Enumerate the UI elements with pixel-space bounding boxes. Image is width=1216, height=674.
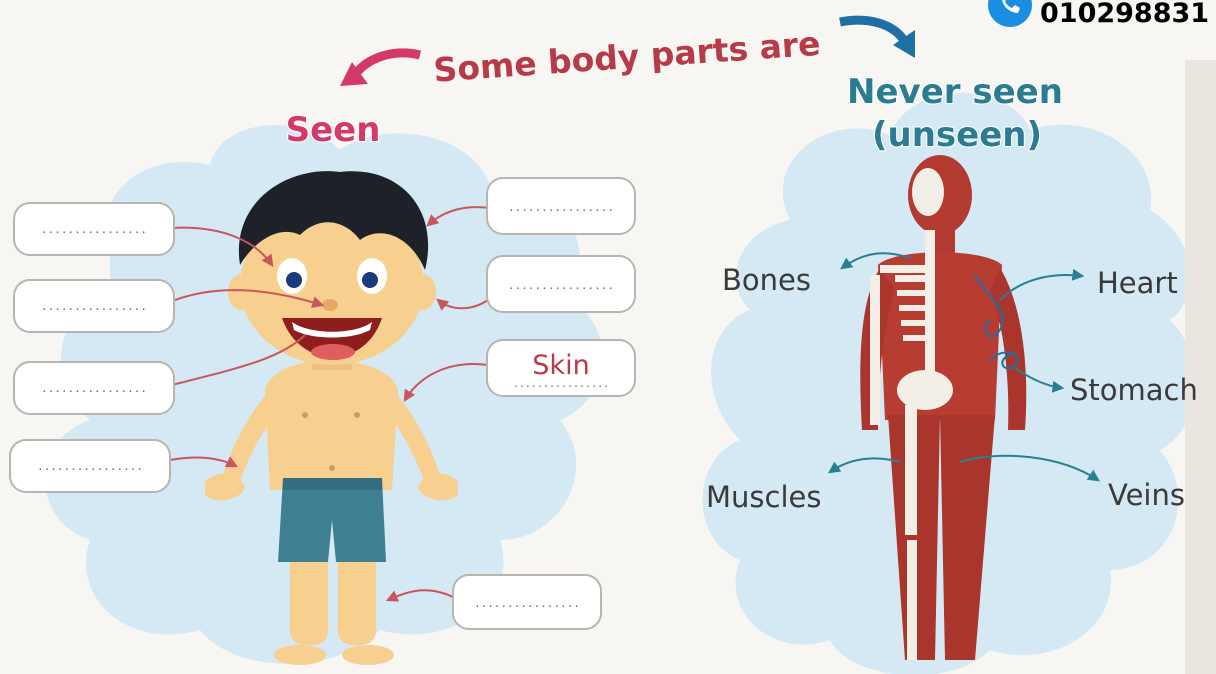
answer-box-placeholder: ................: [474, 597, 580, 610]
answer-box-placeholder: ................: [508, 279, 614, 292]
never-seen-title: Never seen: [847, 72, 1063, 112]
skin-label: Skin: [532, 350, 589, 381]
label-bones: Bones: [722, 263, 811, 297]
answer-box-placeholder: ................: [37, 460, 143, 473]
answer-box-skin[interactable]: Skin ................: [487, 340, 635, 396]
answer-box-left-3[interactable]: ................: [14, 362, 174, 414]
label-stomach: Stomach: [1070, 373, 1198, 407]
label-heart: Heart: [1097, 266, 1178, 300]
label-veins: Veins: [1108, 478, 1185, 512]
phone-number: 010298831: [1040, 0, 1209, 29]
answer-box-placeholder: ................: [41, 300, 147, 313]
answer-box-left-2[interactable]: ................: [14, 280, 174, 332]
answer-box-right-1[interactable]: ................: [487, 178, 635, 234]
header-title: Some body parts are: [432, 24, 821, 90]
answer-box-placeholder: ................: [508, 201, 614, 214]
title-arrow-left: [352, 53, 420, 80]
never-seen-subtitle: (unseen): [872, 115, 1042, 155]
answer-box-placeholder: ................: [513, 379, 609, 390]
answer-box-right-2[interactable]: ................: [487, 256, 635, 312]
page-edge: [1185, 60, 1216, 674]
label-muscles: Muscles: [706, 480, 821, 514]
answer-box-placeholder: ................: [41, 382, 147, 395]
phone-badge-icon: [988, 0, 1032, 27]
answer-box-placeholder: ................: [41, 223, 147, 236]
answer-box-left-1[interactable]: ................: [14, 203, 174, 255]
answer-box-left-4[interactable]: ................: [10, 440, 170, 492]
title-arrow-right: [840, 20, 905, 42]
answer-box-bottom[interactable]: ................: [453, 575, 601, 629]
seen-title: Seen: [286, 110, 381, 150]
